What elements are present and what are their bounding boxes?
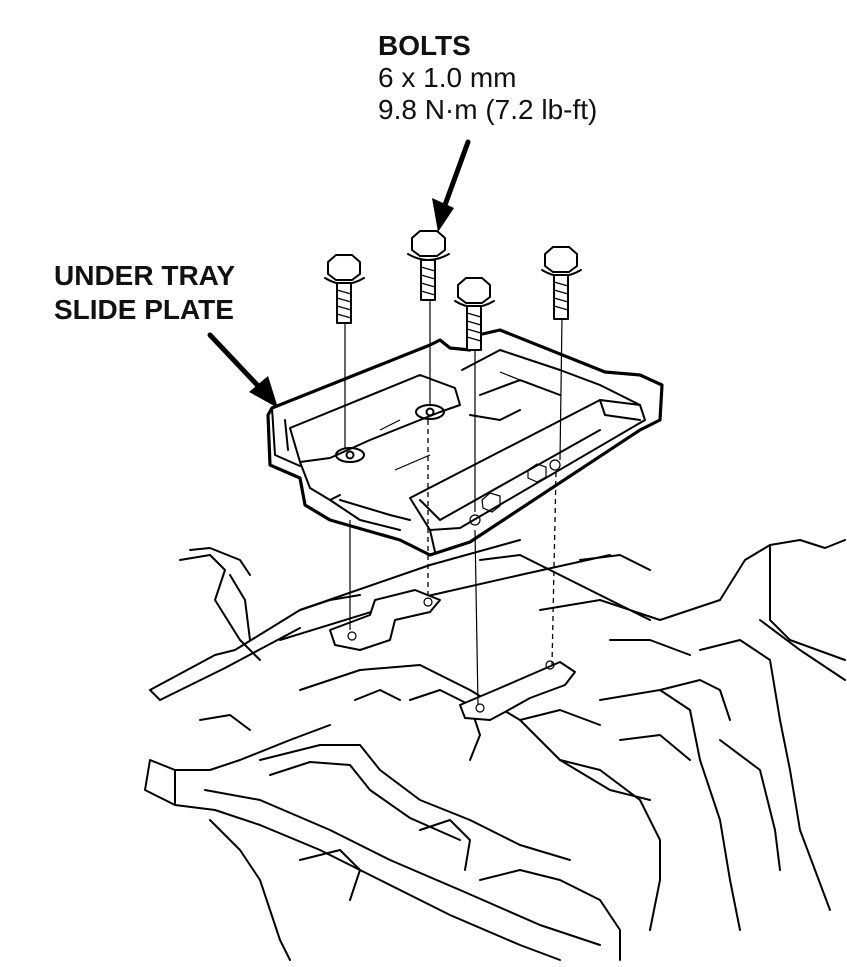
tray-leader-arrow — [207, 332, 278, 408]
floor-bracket-right — [459, 660, 576, 721]
bolt-alignment-lines — [344, 300, 563, 706]
tray-callout-line2: SLIDE PLATE — [54, 294, 234, 325]
bolt-3 — [454, 277, 495, 351]
vehicle-floor — [144, 539, 846, 961]
bolt-4 — [541, 246, 582, 320]
under-tray-slide-plate — [266, 328, 664, 557]
bolts-leader-arrow — [432, 139, 471, 232]
bolt-1 — [324, 254, 365, 324]
tray-callout-line1: UNDER TRAY — [54, 260, 235, 291]
bolts-callout-torque: 9.8 N·m (7.2 lb-ft) — [378, 94, 598, 125]
floor-bracket-left — [329, 589, 441, 651]
bolt-2 — [407, 230, 450, 301]
bolts-callout-title: BOLTS — [378, 30, 471, 61]
bolts-callout-size: 6 x 1.0 mm — [378, 62, 517, 93]
